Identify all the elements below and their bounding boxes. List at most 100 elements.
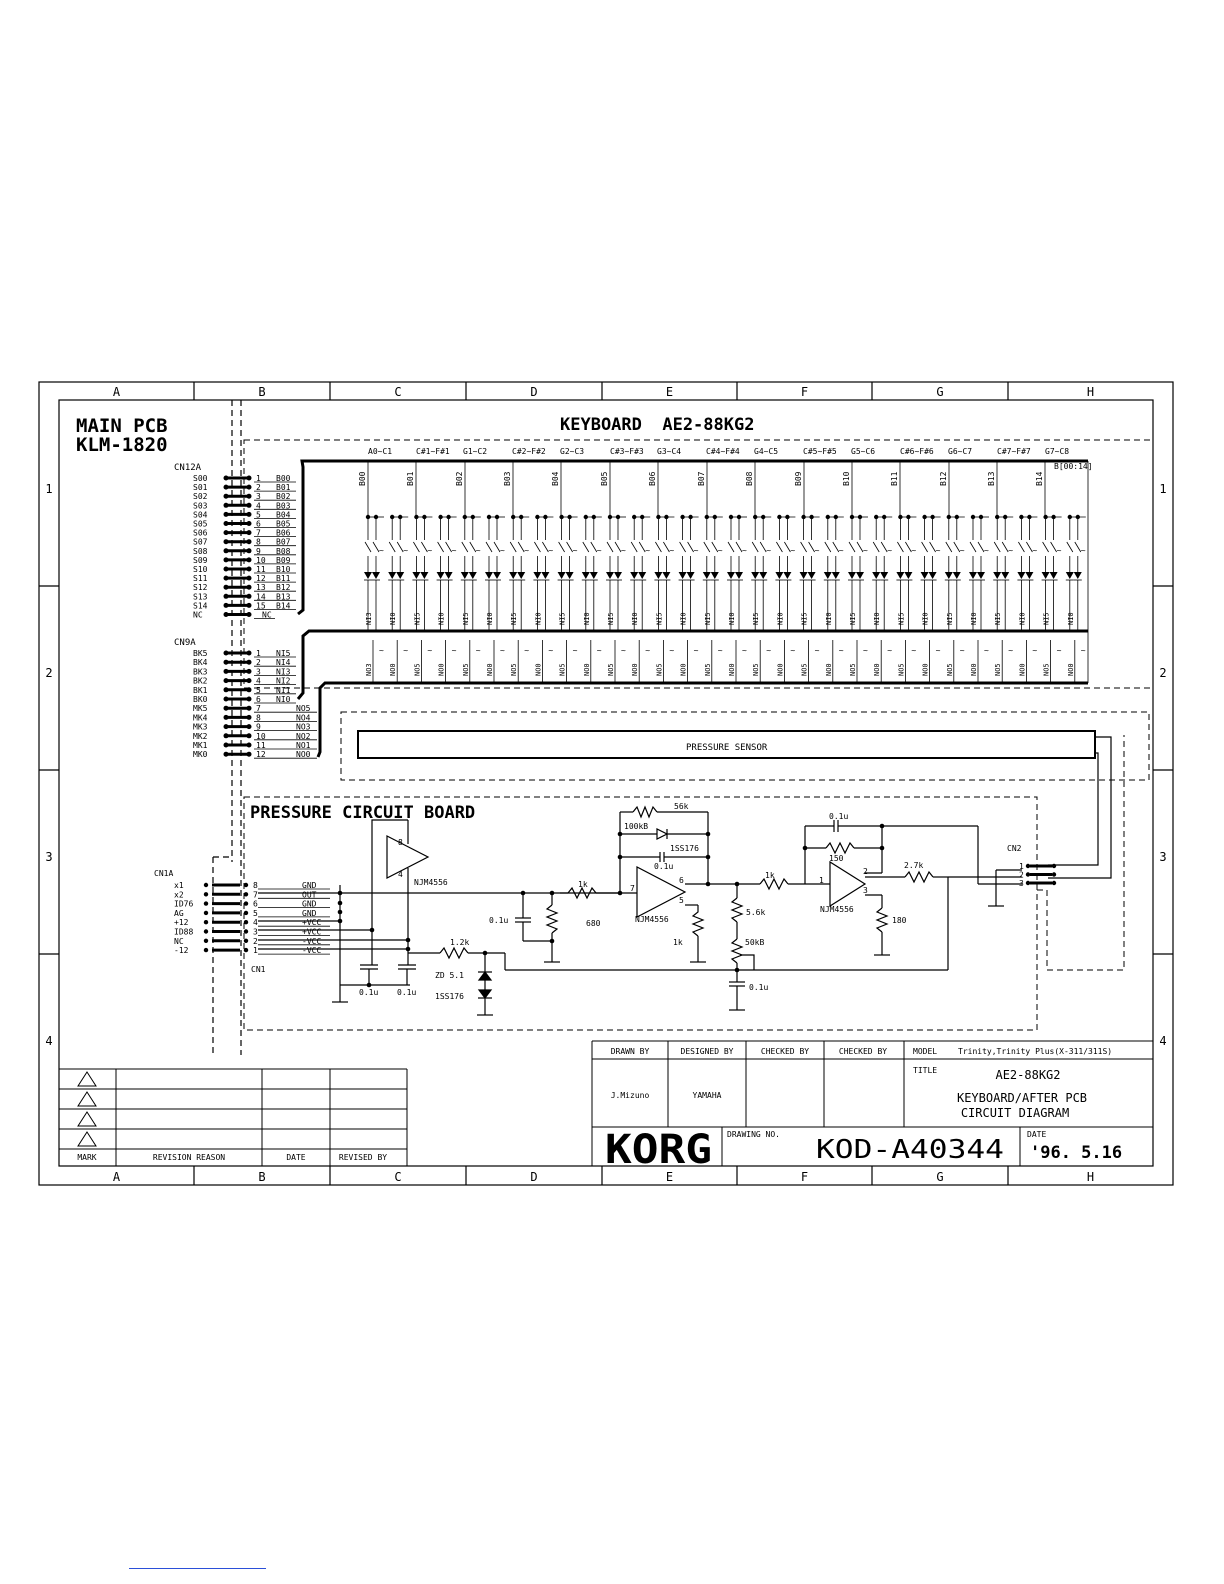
connector-net-label: +VCC xyxy=(302,918,321,927)
connector-signal-label: BK4 xyxy=(193,658,208,667)
switch-tilde: ~ xyxy=(645,546,650,555)
ni-label: NI0 xyxy=(583,612,591,625)
switch-contact xyxy=(727,541,735,553)
switch-tilde: ~ xyxy=(452,646,457,655)
switch-tilde: ~ xyxy=(427,546,432,555)
switch-contact xyxy=(703,541,711,553)
connector-pin-dot xyxy=(246,521,252,526)
switch-diode xyxy=(541,572,550,579)
switch-contact xyxy=(1001,541,1009,553)
connector-pin-dot xyxy=(223,705,229,711)
connector-pin-number: 1 xyxy=(253,946,258,955)
switch-contact xyxy=(493,541,501,553)
column-net-label: B09 xyxy=(794,471,803,486)
switch-diode xyxy=(444,572,453,579)
connector-signal-label: S03 xyxy=(193,501,208,510)
zone-col-label: B xyxy=(258,1170,265,1184)
switch-diode xyxy=(872,572,881,579)
switch-contact xyxy=(808,541,815,553)
connector-pin-dot xyxy=(223,575,229,581)
switch-tilde: ~ xyxy=(500,546,505,555)
zone-col-label: D xyxy=(530,1170,537,1184)
junction-dot xyxy=(482,950,488,956)
connector-pin-dot xyxy=(246,696,252,702)
connector-pin-dot xyxy=(223,530,229,536)
connector-pin-dot xyxy=(223,612,229,617)
switch-contact xyxy=(1050,541,1057,553)
connector-pin-dot xyxy=(223,475,229,481)
connector-pin-dot xyxy=(246,493,252,499)
sensor-lead-1 xyxy=(1048,736,1112,879)
title-block-header: CHECKED BY xyxy=(839,1047,887,1056)
switch-diode xyxy=(388,572,397,579)
switch-contact xyxy=(929,541,936,553)
no-label: NO5 xyxy=(462,663,470,676)
connector-signal-label: MK0 xyxy=(193,750,208,759)
connector-pin-number: 9 xyxy=(256,547,261,556)
korg-logo: KORG xyxy=(605,1127,712,1173)
footer-link-underline xyxy=(129,1568,266,1569)
diode-label: 1SS176 xyxy=(435,992,464,1001)
connector-pin-dot xyxy=(246,705,252,711)
switch-tilde: ~ xyxy=(573,646,578,655)
switch-contact xyxy=(542,541,549,553)
no-label: NO0 xyxy=(825,663,833,676)
ni-label: NI5 xyxy=(607,612,615,625)
switch-tilde: ~ xyxy=(911,546,916,555)
switch-contact xyxy=(590,541,598,553)
connector-signal-label: MK2 xyxy=(193,732,208,741)
connector-pin-number: 7 xyxy=(256,529,261,538)
ni-label: NI3 xyxy=(365,612,373,625)
column-net-label: B11 xyxy=(890,471,899,486)
switch-tilde: ~ xyxy=(936,646,941,655)
resistor-label: 680 xyxy=(586,919,601,928)
connector-net-label: B06 xyxy=(276,529,291,538)
pressure-sensor-outline xyxy=(340,711,1150,781)
no-label: NO5 xyxy=(607,663,615,676)
key-range-label: C#4~F#4 xyxy=(706,447,740,456)
column-net-label: B05 xyxy=(600,471,609,486)
connector-signal-label: S14 xyxy=(193,601,208,610)
junction-dot xyxy=(337,900,343,906)
no-label: NO0 xyxy=(970,663,978,676)
zone-col-label: H xyxy=(1087,385,1094,399)
junction-dot xyxy=(617,890,623,896)
switch-tilde: ~ xyxy=(718,546,723,555)
ni-bus xyxy=(296,629,1088,700)
connector-pin-dot xyxy=(246,511,252,517)
switch-contact xyxy=(663,541,670,553)
ni-label: NI5 xyxy=(801,612,809,625)
no-label: NO5 xyxy=(413,663,421,676)
switch-diode xyxy=(509,572,518,579)
switch-diode xyxy=(880,572,889,579)
connector-signal-label: MK5 xyxy=(193,704,208,713)
connector-net-label: B08 xyxy=(276,547,291,556)
switch-tilde: ~ xyxy=(379,546,384,555)
connector-pin-dot xyxy=(223,650,229,656)
zone-col-label: E xyxy=(666,1170,673,1184)
keyboard-title: KEYBOARD AE2-88KG2 xyxy=(560,415,754,435)
no-label: NO5 xyxy=(1043,663,1051,676)
switch-diode xyxy=(364,572,372,579)
connector-pin-dot xyxy=(246,575,252,581)
outer-border xyxy=(38,381,1174,1186)
switch-diode xyxy=(799,572,808,579)
connector-net-label: NI4 xyxy=(276,658,291,667)
switch-tilde: ~ xyxy=(548,646,553,655)
switch-diode xyxy=(928,572,937,579)
resistor-label: 180 xyxy=(892,916,907,925)
ni-label: NI0 xyxy=(1018,612,1026,625)
switch-diode xyxy=(896,572,905,579)
no-label: NO5 xyxy=(752,663,760,676)
cn1a-signal-label: -12 xyxy=(174,946,189,955)
cn1a-signal-label: ID76 xyxy=(174,900,193,909)
connector-signal-label: S09 xyxy=(193,556,208,565)
resistor-label: 1k xyxy=(578,880,588,889)
switch-diode xyxy=(533,572,542,579)
cn1a-signal-label: ID88 xyxy=(174,928,193,937)
no-label: NO5 xyxy=(559,663,567,676)
resistor-label: 150 xyxy=(829,854,844,863)
junction-dot xyxy=(802,845,808,851)
